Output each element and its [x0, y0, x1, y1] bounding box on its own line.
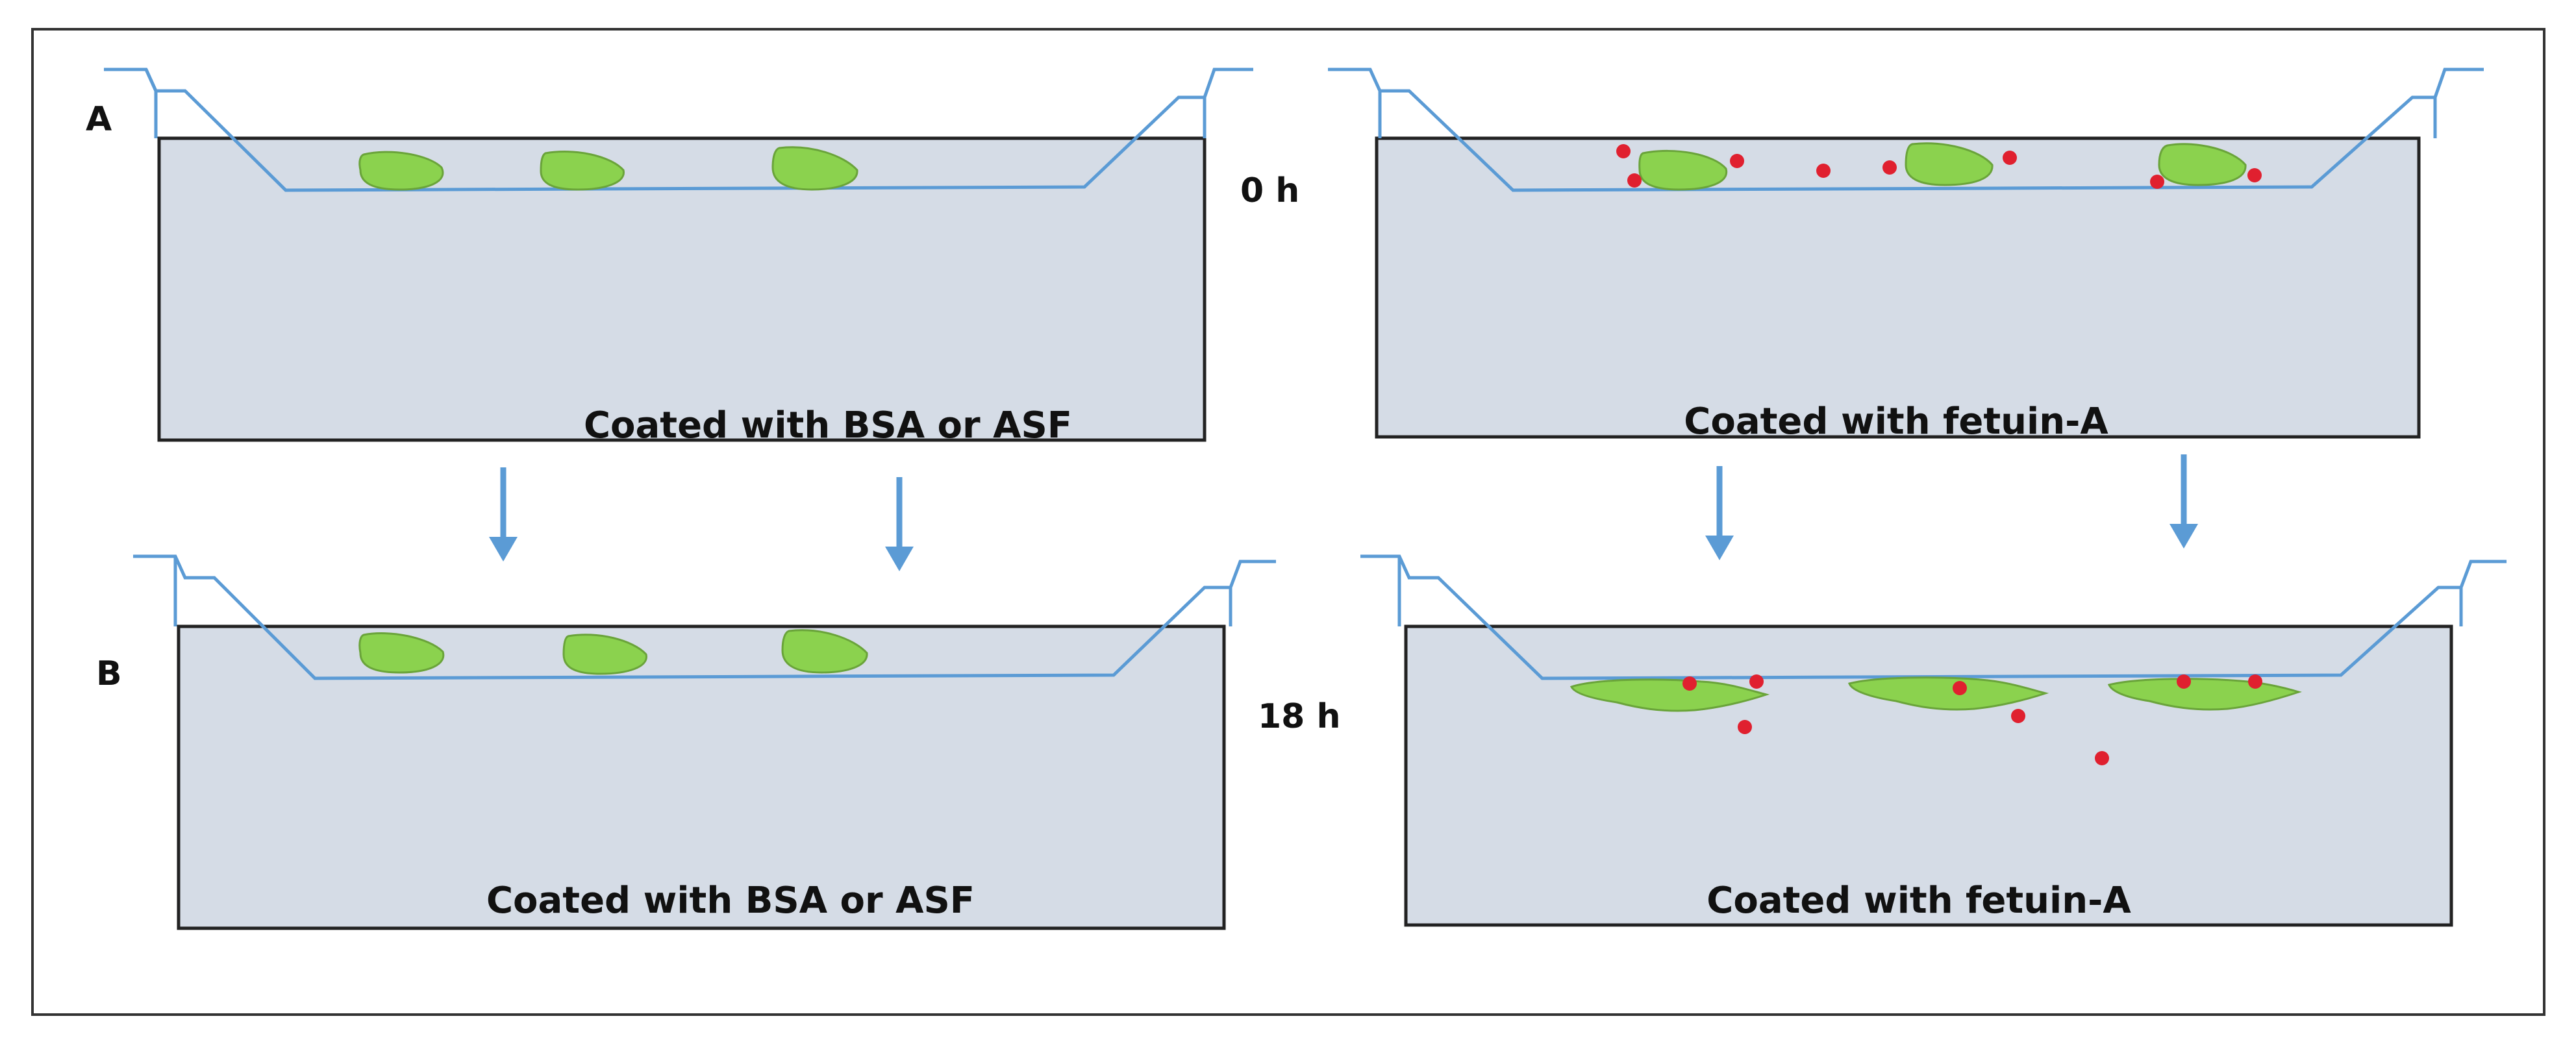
caption-a-right: Coated with fetuin-A	[1684, 401, 2108, 443]
red-particle	[2248, 674, 2262, 689]
red-particle	[1616, 144, 1631, 158]
caption-b-right: Coated with fetuin-A	[1707, 880, 2131, 922]
panel-label-a: A	[86, 100, 112, 139]
panel-label-b: B	[96, 654, 122, 693]
time-label-18h: 18 h	[1258, 697, 1341, 736]
red-particle	[2247, 168, 2262, 182]
well-b-left	[133, 554, 1276, 930]
caption-a-left: Coated with BSA or ASF	[583, 404, 1073, 447]
red-particle	[1882, 160, 1897, 175]
cell-round	[1905, 142, 1994, 186]
red-particle	[2011, 709, 2025, 723]
arrows	[489, 454, 2198, 571]
red-particle	[1816, 164, 1831, 178]
cell-round	[2158, 143, 2247, 186]
red-particle	[1749, 674, 1764, 689]
cell-round	[540, 151, 625, 191]
red-particle	[2095, 751, 2109, 765]
red-particle	[2177, 674, 2191, 689]
cell-round	[771, 146, 858, 191]
cell-spread	[1848, 676, 2049, 711]
down-arrow-icon	[489, 467, 518, 562]
insert-outline	[1328, 68, 2484, 192]
red-particle	[1953, 681, 1967, 695]
red-particle	[1682, 676, 1697, 691]
red-particle	[2003, 151, 2017, 165]
well-body	[1375, 136, 2421, 439]
well-body	[157, 136, 1207, 442]
insert-outline	[133, 554, 1276, 680]
red-particle	[1730, 154, 1744, 168]
insert-leg	[144, 68, 158, 92]
caption-b-left: Coated with BSA or ASF	[486, 880, 975, 922]
cell-spread	[1569, 678, 1770, 712]
cell-round	[358, 632, 445, 674]
down-arrow-icon	[885, 477, 914, 571]
cell-round	[1638, 149, 1728, 191]
down-arrow-icon	[2170, 454, 2198, 549]
red-particle	[1738, 720, 1752, 734]
cell-round	[781, 629, 868, 674]
well-a-right	[1328, 68, 2484, 439]
cell-round	[358, 151, 444, 191]
down-arrow-icon	[1705, 466, 1734, 560]
red-particle	[1627, 173, 1642, 188]
red-particle	[2150, 175, 2164, 189]
time-label-0h: 0 h	[1240, 171, 1300, 210]
well-a-left	[104, 68, 1253, 442]
cell-round	[562, 634, 647, 675]
well-b-right	[1360, 554, 2507, 927]
